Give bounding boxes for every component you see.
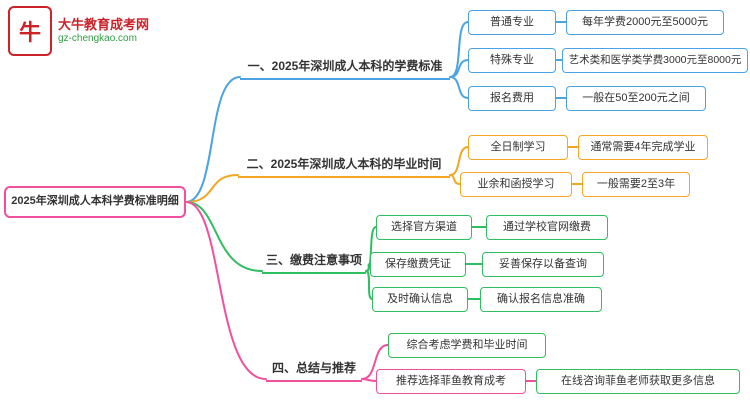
node-regular-major: 普通专业 [468,10,556,35]
node-recommend-feiyu: 推荐选择菲鱼教育成考 [376,369,526,394]
node-keep-receipt-detail: 妥善保存以备查询 [482,252,604,277]
node-special-major: 特殊专业 [468,48,556,73]
root-node: 2025年深圳成人本科学费标准明细 [4,186,186,218]
node-parttime-study: 业余和函授学习 [460,172,572,197]
node-fulltime-study: 全日制学习 [468,135,568,160]
node-consider-fee-and-time: 综合考虑学费和毕业时间 [388,333,546,358]
node-fulltime-study-detail: 通常需要4年完成学业 [578,135,708,160]
node-official-channel: 选择官方渠道 [376,215,472,240]
bull-logo-icon: 牛 [8,6,52,56]
node-recommend-feiyu-detail: 在线咨询菲鱼老师获取更多信息 [536,369,740,394]
node-regular-major-detail: 每年学费2000元至5000元 [566,10,724,35]
node-confirm-info: 及时确认信息 [372,287,468,312]
node-keep-receipt: 保存缴费凭证 [370,252,466,277]
logo-brand-text: 大牛教育成考网 [58,16,150,32]
node-confirm-info-detail: 确认报名信息准确 [480,287,602,312]
branch-summary-recommendation: 四、总结与推荐 [266,356,362,382]
branch-tuition-standard: 一、2025年深圳成人本科的学费标准 [240,54,450,80]
node-official-channel-detail: 通过学校官网缴费 [486,215,608,240]
branch-graduation-time: 二、2025年深圳成人本科的毕业时间 [238,152,450,178]
node-special-major-detail: 艺术类和医学类学费3000元至8000元 [562,48,748,73]
node-parttime-study-detail: 一般需要2至3年 [582,172,690,197]
logo-domain-text: gz-chengkao.com [58,32,137,44]
bull-glyph: 牛 [18,20,41,45]
site-logo: 牛 大牛教育成考网 gz-chengkao.com [8,6,149,56]
node-registration-fee-detail: 一般在50至200元之间 [566,86,706,111]
branch-payment-notes: 三、缴费注意事项 [262,248,366,274]
node-registration-fee: 报名费用 [468,86,556,111]
